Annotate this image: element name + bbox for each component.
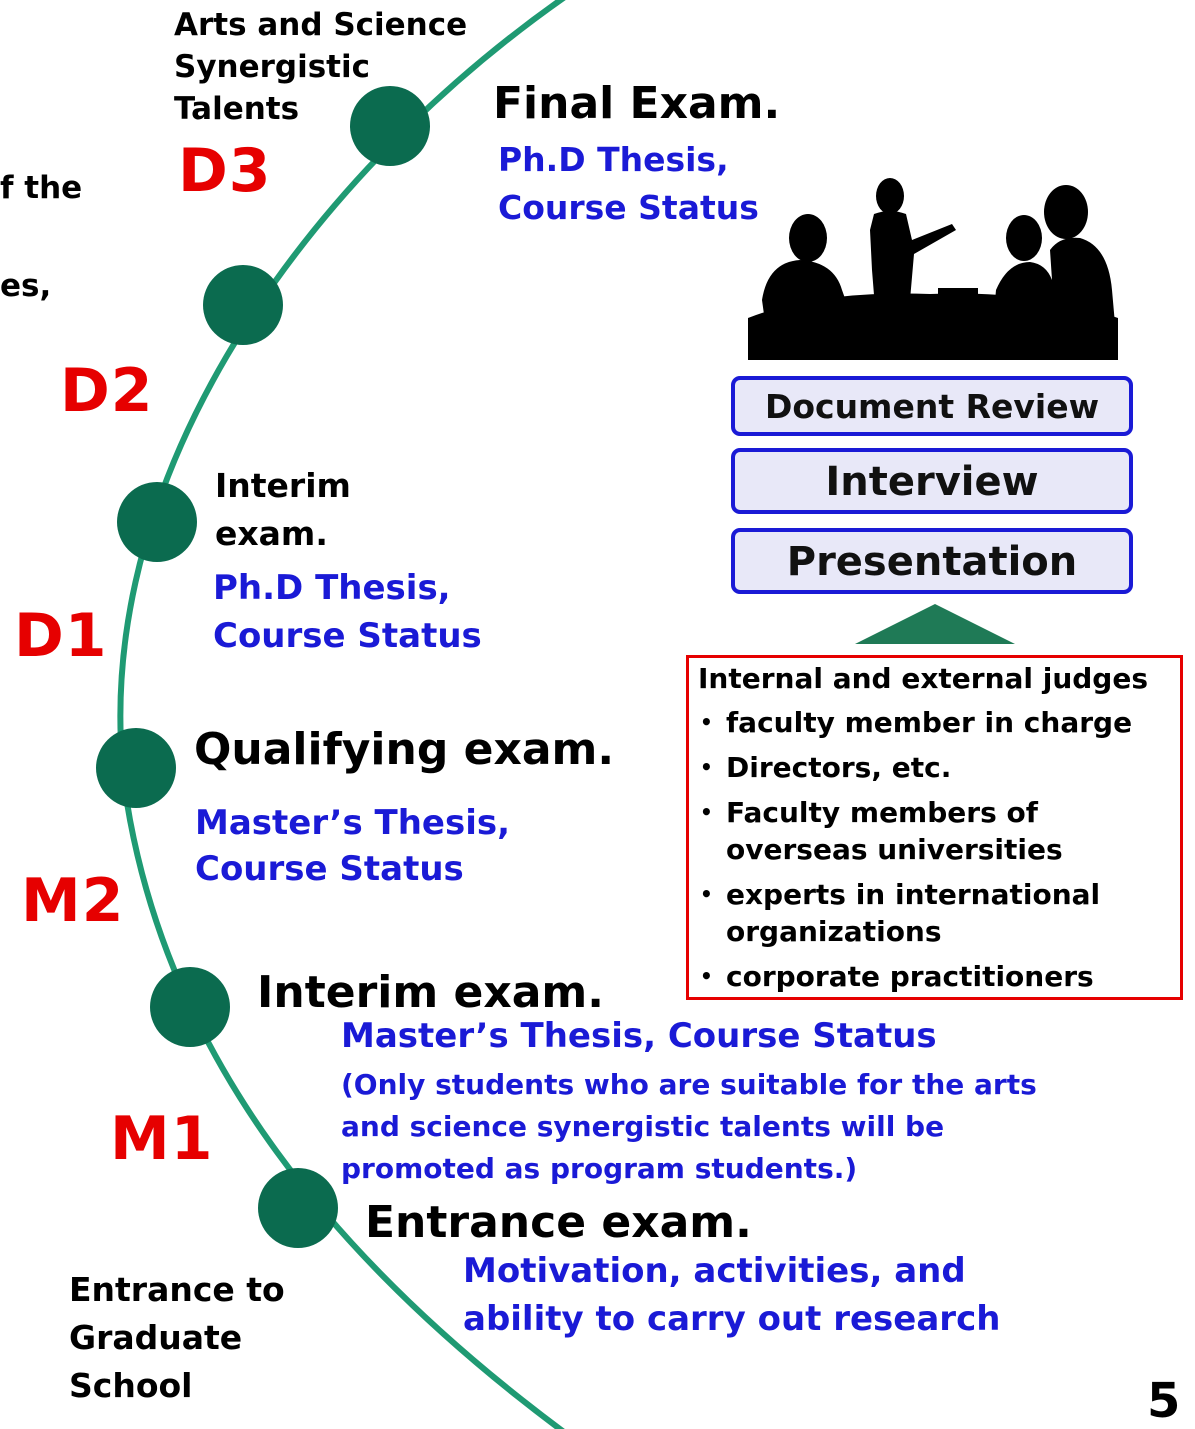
- qualifying-desc-line-2: Course Status: [195, 849, 464, 889]
- interim-doctoral-title-line-2: exam.: [215, 514, 328, 553]
- entrance-desc-line-2: ability to carry out research: [463, 1299, 1001, 1339]
- document-review-box: Document Review: [731, 376, 1133, 436]
- presentation-box: Presentation: [731, 528, 1133, 594]
- node-interim-master: [150, 967, 230, 1047]
- cropped-text-1: f the: [0, 170, 83, 206]
- judge-item: •corporate practitioners: [700, 960, 1094, 993]
- cropped-text-2: es,: [0, 268, 52, 304]
- year-label-m1: M1: [110, 1104, 214, 1174]
- qualifying-exam-title: Qualifying exam.: [194, 724, 615, 775]
- final-exam-desc-line-1: Ph.D Thesis,: [498, 140, 729, 179]
- up-triangle-icon: [855, 604, 1015, 644]
- entrance-label-line-3: School: [69, 1366, 193, 1405]
- interim-doctoral-desc: Ph.D Thesis, Course Status: [213, 564, 482, 660]
- judges-box: Internal and external judges •faculty me…: [686, 655, 1183, 1000]
- qualifying-exam-desc: Master’s Thesis, Course Status: [195, 800, 510, 892]
- judges-title: Internal and external judges: [698, 662, 1149, 695]
- interim-master-desc: Master’s Thesis, Course Status: [341, 1016, 937, 1056]
- node-qualifying: [96, 728, 176, 808]
- meeting-silhouette-icon: [748, 178, 1118, 360]
- interim-master-note-line-2: and science synergistic talents will be: [341, 1110, 945, 1143]
- arts-science-line-3: Talents: [174, 91, 300, 127]
- year-label-d2: D2: [60, 356, 154, 426]
- page-number: 5: [1147, 1373, 1181, 1429]
- interim-doctoral-title-line-1: Interim: [215, 466, 351, 505]
- judges-list: •faculty member in charge •Directors, et…: [689, 704, 1180, 1003]
- node-d2: [203, 265, 283, 345]
- final-exam-title: Final Exam.: [493, 78, 781, 129]
- arts-science-line-1: Arts and Science: [174, 7, 468, 43]
- entrance-label-line-1: Entrance to: [69, 1270, 285, 1309]
- entrance-desc-line-1: Motivation, activities, and: [463, 1251, 966, 1291]
- final-exam-desc: Ph.D Thesis, Course Status: [498, 136, 759, 232]
- entrance-label-line-2: Graduate: [69, 1318, 243, 1357]
- interim-doctoral-desc-line-2: Course Status: [213, 616, 482, 656]
- judge-item: •faculty member in charge: [700, 706, 1133, 739]
- node-final-exam: [350, 86, 430, 166]
- interim-master-note-line-3: promoted as program students.): [341, 1152, 858, 1185]
- node-interim-doctoral: [117, 482, 197, 562]
- final-exam-desc-line-2: Course Status: [498, 188, 759, 227]
- node-entrance: [258, 1168, 338, 1248]
- entrance-exam-desc: Motivation, activities, and ability to c…: [463, 1247, 1000, 1343]
- interview-box: Interview: [731, 448, 1133, 514]
- entrance-exam-title: Entrance exam.: [365, 1197, 752, 1248]
- year-label-m2: M2: [21, 866, 125, 936]
- arts-science-label: Arts and Science Synergistic Talents: [174, 4, 467, 130]
- entrance-graduate-label: Entrance to Graduate School: [69, 1266, 285, 1410]
- year-label-d1: D1: [14, 601, 108, 671]
- arts-science-line-2: Synergistic: [174, 49, 371, 85]
- year-label-d3: D3: [178, 136, 272, 206]
- interim-master-note-line-1: (Only students who are suitable for the …: [341, 1068, 1037, 1101]
- judge-item: •Directors, etc.: [700, 751, 952, 784]
- qualifying-desc-line-1: Master’s Thesis,: [195, 803, 511, 843]
- interim-master-note: (Only students who are suitable for the …: [341, 1064, 1037, 1190]
- interim-doctoral-title: Interim exam.: [215, 462, 351, 558]
- interim-master-title: Interim exam.: [257, 967, 604, 1018]
- interim-doctoral-desc-line-1: Ph.D Thesis,: [213, 568, 451, 608]
